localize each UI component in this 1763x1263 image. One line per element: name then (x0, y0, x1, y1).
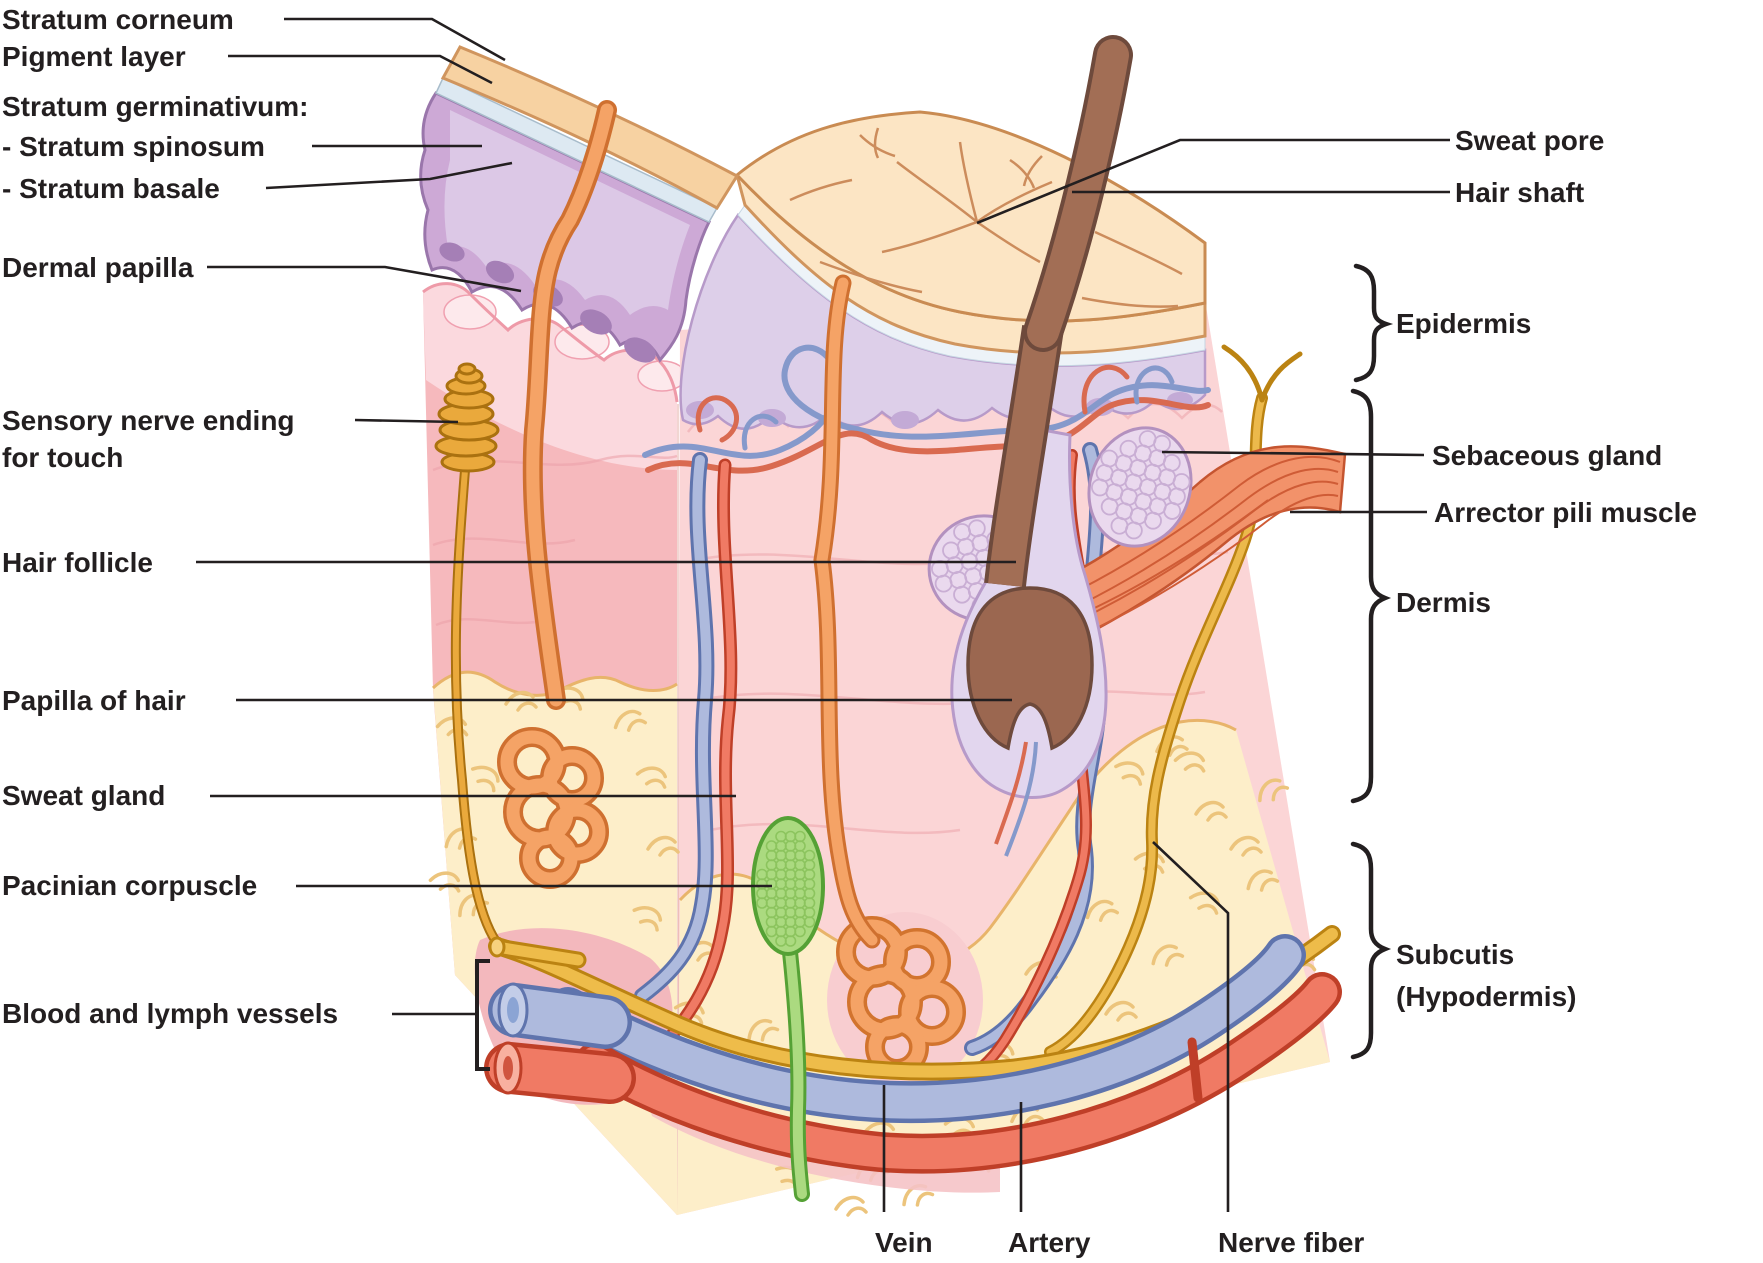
label-sensory-line2: for touch (2, 442, 124, 473)
label-stratum-basale: - Stratum basale (2, 173, 220, 204)
label-pacinian-corpuscle: Pacinian corpuscle (2, 870, 258, 901)
sensory-nerve-leader (354, 418, 459, 424)
epidermis-cut-band (679, 173, 1207, 430)
sweat-duct-left (522, 100, 617, 710)
label-vein: Vein (875, 1227, 933, 1258)
sebaceous-gland-leader (1161, 450, 1425, 457)
label-dermis: Dermis (1396, 587, 1491, 618)
dermis-brace (1350, 388, 1392, 804)
cut-artery (484, 1041, 636, 1104)
cut-vein (488, 982, 632, 1049)
label-subcutis-line2: (Hypodermis) (1396, 981, 1577, 1012)
hair-follicle (950, 324, 1108, 857)
leader-lines (196, 17, 1450, 1212)
label-sweat-gland: Sweat gland (2, 780, 166, 811)
stratum-corneum-leader (284, 17, 506, 62)
pigment-layer-leader (228, 54, 493, 85)
label-stratum-germinativum: Stratum germinativum: (2, 91, 309, 122)
hair-shaft (1023, 35, 1133, 352)
label-blood-lymph-vessels: Blood and lymph vessels (2, 998, 339, 1029)
hair-bulb (966, 586, 1094, 751)
surface-wrinkles (789, 127, 1183, 308)
capillary-network (642, 344, 1211, 474)
braces (1350, 263, 1394, 1060)
deep-vein-band (547, 934, 1306, 1124)
subcutis-brace (1350, 841, 1392, 1060)
sweat-pore-leader (976, 138, 1450, 225)
skin-surface-top (734, 110, 1207, 323)
label-sensory-nerve-ending: Sensory nerve ending for touch (2, 402, 295, 476)
deep-sweat-gland-coil (836, 916, 966, 1079)
label-papilla-of-hair: Papilla of hair (2, 685, 186, 716)
deep-artery-band (575, 972, 1342, 1174)
pacinian-corpuscle (751, 816, 825, 1202)
label-nerve-fiber: Nerve fiber (1218, 1227, 1365, 1258)
label-stratum-corneum: Stratum corneum (2, 4, 234, 35)
blood-lymph-bracket (475, 959, 490, 1071)
label-arrector-pili-muscle: Arrector pili muscle (1434, 497, 1697, 528)
label-pigment-layer: Pigment layer (2, 41, 186, 72)
sweat-gland-coil (497, 727, 609, 889)
nerve-fiber-leader (1152, 841, 1230, 1212)
label-artery: Artery (1008, 1227, 1091, 1258)
label-dermal-papilla: Dermal papilla (2, 252, 194, 283)
epidermis-brace (1353, 263, 1394, 383)
label-epidermis: Epidermis (1396, 308, 1532, 339)
label-hair-shaft: Hair shaft (1455, 177, 1585, 208)
label-sweat-pore: Sweat pore (1455, 125, 1605, 156)
label-hair-follicle: Hair follicle (2, 547, 153, 578)
sweat-duct-front (813, 274, 881, 949)
cut-lymph-vessel (488, 936, 587, 969)
label-sensory-line1: Sensory nerve ending (2, 405, 295, 436)
label-subcutis: Subcutis (Hypodermis) (1396, 934, 1576, 1018)
dermal-papilla-leader (207, 265, 522, 293)
sensory-nerve-ending (434, 362, 504, 951)
sebaceous-gland-right (1087, 426, 1193, 548)
stratum-basale-leader (265, 161, 513, 190)
label-sebaceous-gland: Sebaceous gland (1432, 440, 1663, 471)
label-subcutis-line1: Subcutis (1396, 939, 1515, 970)
label-stratum-spinosum: - Stratum spinosum (2, 131, 265, 162)
